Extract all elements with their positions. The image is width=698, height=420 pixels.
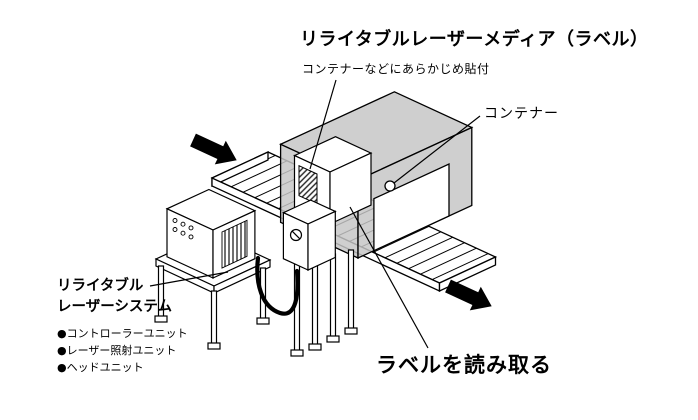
labeled-box-right-face — [329, 152, 372, 225]
media-note: コンテナーなどにあらかじめ貼付 — [302, 62, 490, 76]
media-title: リライタブルレーザーメディア（ラベル） — [300, 29, 649, 50]
stand-leg-foot — [344, 327, 358, 335]
leader-media-label — [309, 79, 337, 170]
system-name-line1: リライタブル — [57, 278, 144, 294]
stand-leg-foot — [308, 343, 322, 351]
stand-leg — [329, 253, 337, 339]
read-action-label: ラベルを読み取る — [376, 353, 552, 377]
head-unit — [281, 199, 337, 271]
stand-leg — [311, 257, 319, 347]
table-leg — [210, 290, 218, 346]
laser-system-unit — [165, 188, 257, 279]
system-unit-item: ●コントローラーユニット — [57, 327, 188, 340]
leader-read-action — [349, 206, 429, 349]
inflow-arrow-icon — [190, 133, 237, 165]
labeled-box — [293, 136, 373, 225]
cable — [255, 255, 300, 316]
leader-lines — [149, 79, 481, 349]
stand-leg — [347, 249, 355, 331]
system-unit-item: ●ヘッドユニット — [57, 361, 144, 374]
leader-system — [149, 271, 229, 287]
leader-container — [393, 115, 481, 184]
system-name: リライタブル レーザーシステム — [57, 276, 172, 318]
stand-leg-foot — [290, 349, 304, 357]
outflow-arrow-icon — [445, 279, 492, 311]
unit-vent-grille — [221, 219, 248, 269]
head-right-face — [307, 210, 336, 271]
container-label: コンテナー — [484, 106, 559, 122]
table-leg-foot — [207, 342, 221, 350]
stand-leg-foot — [326, 335, 340, 343]
system-unit-item: ●レーザー照射ユニット — [57, 344, 177, 357]
laser-aperture-slash — [291, 230, 301, 240]
container-opening — [373, 162, 450, 252]
table-leg-foot — [154, 315, 168, 323]
system-name-line2: レーザーシステム — [57, 299, 172, 315]
unit-panel-buttons — [172, 218, 194, 240]
container-marker-dot — [384, 180, 396, 192]
table-leg-foot — [256, 317, 270, 325]
system-unit-list: ●コントローラーユニット ●レーザー照射ユニット ●ヘッドユニット — [57, 325, 188, 376]
